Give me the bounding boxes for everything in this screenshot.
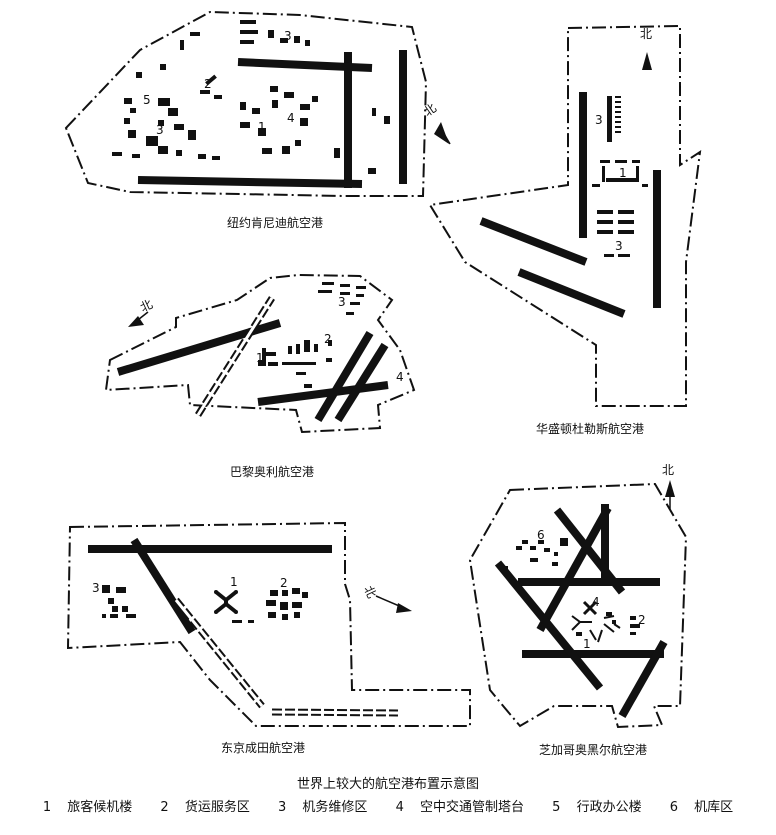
narita-airport-map: 1 2 3 北	[66, 521, 471, 727]
jfk-terminal-cluster	[112, 20, 390, 174]
north-label: 北	[421, 101, 439, 119]
orly-label-1: 1	[256, 351, 264, 365]
legend-text: 旅客候机楼	[67, 800, 133, 815]
ohare-north-arrow: 北	[662, 463, 675, 510]
legend-item: 5 行政办公楼	[546, 800, 647, 815]
ohare-boundary	[468, 482, 688, 729]
dulles-runway	[517, 268, 626, 318]
jfk-airport-map: 3 2 5 3 1 4 北	[64, 10, 451, 197]
dulles-label-3: 3	[615, 239, 623, 253]
legend-num: 3	[277, 800, 287, 815]
ohare-label-4: 4	[592, 595, 600, 609]
orly-north-arrow: 北	[128, 297, 155, 327]
narita-label-2: 2	[280, 576, 288, 590]
jfk-label-4: 4	[287, 111, 295, 125]
jfk-runway	[137, 176, 363, 188]
dulles-runway	[479, 217, 588, 266]
ohare-runway	[536, 506, 612, 632]
legend-text: 行政办公楼	[576, 800, 642, 815]
legend-item: 2 货运服务区	[154, 800, 255, 815]
caption-dulles: 华盛顿杜勒斯航空港	[536, 422, 645, 436]
north-label: 北	[662, 463, 674, 477]
legend-num: 4	[395, 800, 404, 815]
legend-item: 3 机务维修区	[272, 800, 373, 815]
legend-text: 机务维修区	[302, 800, 368, 815]
caption-orly: 巴黎奥利航空港	[230, 465, 315, 479]
caption-narita: 东京成田航空港	[221, 741, 306, 755]
ohare-label-2: 2	[638, 613, 646, 627]
dulles-label-3: 3	[595, 113, 603, 127]
jfk-runway	[237, 58, 373, 72]
caption-jfk: 纽约肯尼迪航空港	[227, 216, 324, 230]
dulles-north-arrow: 北	[640, 27, 652, 70]
legend-text: 货运服务区	[184, 800, 250, 815]
orly-boundary	[104, 273, 416, 434]
north-label: 北	[640, 27, 652, 41]
north-label: 北	[361, 584, 379, 601]
dulles-label-1: 1	[619, 166, 627, 180]
legend-num: 6	[669, 800, 678, 815]
ohare-runway	[553, 507, 626, 595]
jfk-label-3: 3	[284, 29, 292, 43]
dulles-boundary	[428, 24, 702, 407]
jfk-boundary	[64, 10, 428, 197]
narita-terminal-cluster	[102, 585, 308, 623]
figure-title: 世界上较大的航空港布置示意图	[296, 777, 479, 792]
legend-item: 6 机库区	[664, 800, 739, 815]
orly-label-2: 2	[324, 332, 332, 346]
legend-text: 机库区	[694, 800, 734, 815]
ohare-runway	[618, 640, 668, 718]
narita-north-arrow: 北	[361, 584, 412, 613]
legend: 1 旅客候机楼 2 货运服务区 3 机务维修区 4 空中交通管制塔台 5 行政办…	[0, 796, 776, 815]
jfk-label-1: 1	[258, 120, 266, 134]
narita-label-1: 1	[230, 575, 238, 589]
dulles-terminal-cluster	[592, 96, 648, 257]
dulles-airport-map: 3 1 3 北	[428, 24, 702, 407]
legend-item: 1 旅客候机楼	[37, 800, 138, 815]
orly-label-4: 4	[396, 370, 404, 384]
legend-num: 2	[160, 800, 169, 815]
orly-airport-map: 3 2 1 4 北	[104, 273, 416, 434]
orly-label-3: 3	[338, 295, 346, 309]
jfk-label-5: 5	[143, 93, 151, 107]
narita-runway	[130, 537, 196, 635]
orly-runway	[334, 342, 389, 423]
jfk-label-2: 2	[204, 77, 212, 91]
ohare-terminal-cluster	[502, 538, 640, 643]
orly-runway	[314, 330, 374, 423]
narita-boundary	[66, 521, 471, 727]
orly-runway	[257, 381, 389, 406]
ohare-airport-map: 6 4 2 1 北	[468, 463, 688, 729]
orly-terminal-cluster	[258, 282, 366, 388]
jfk-label-3: 3	[156, 123, 164, 137]
ohare-label-6: 6	[537, 528, 545, 542]
legend-num: 1	[42, 800, 52, 815]
ohare-runway	[494, 560, 604, 691]
legend-num: 5	[552, 800, 561, 815]
caption-ohare: 芝加哥奥黑尔航空港	[539, 743, 648, 757]
narita-label-3: 3	[92, 581, 100, 595]
legend-text: 空中交通管制塔台	[419, 800, 524, 815]
ohare-label-1: 1	[583, 637, 591, 651]
legend-item: 4 空中交通管制塔台	[390, 800, 530, 815]
north-label: 北	[138, 297, 155, 315]
